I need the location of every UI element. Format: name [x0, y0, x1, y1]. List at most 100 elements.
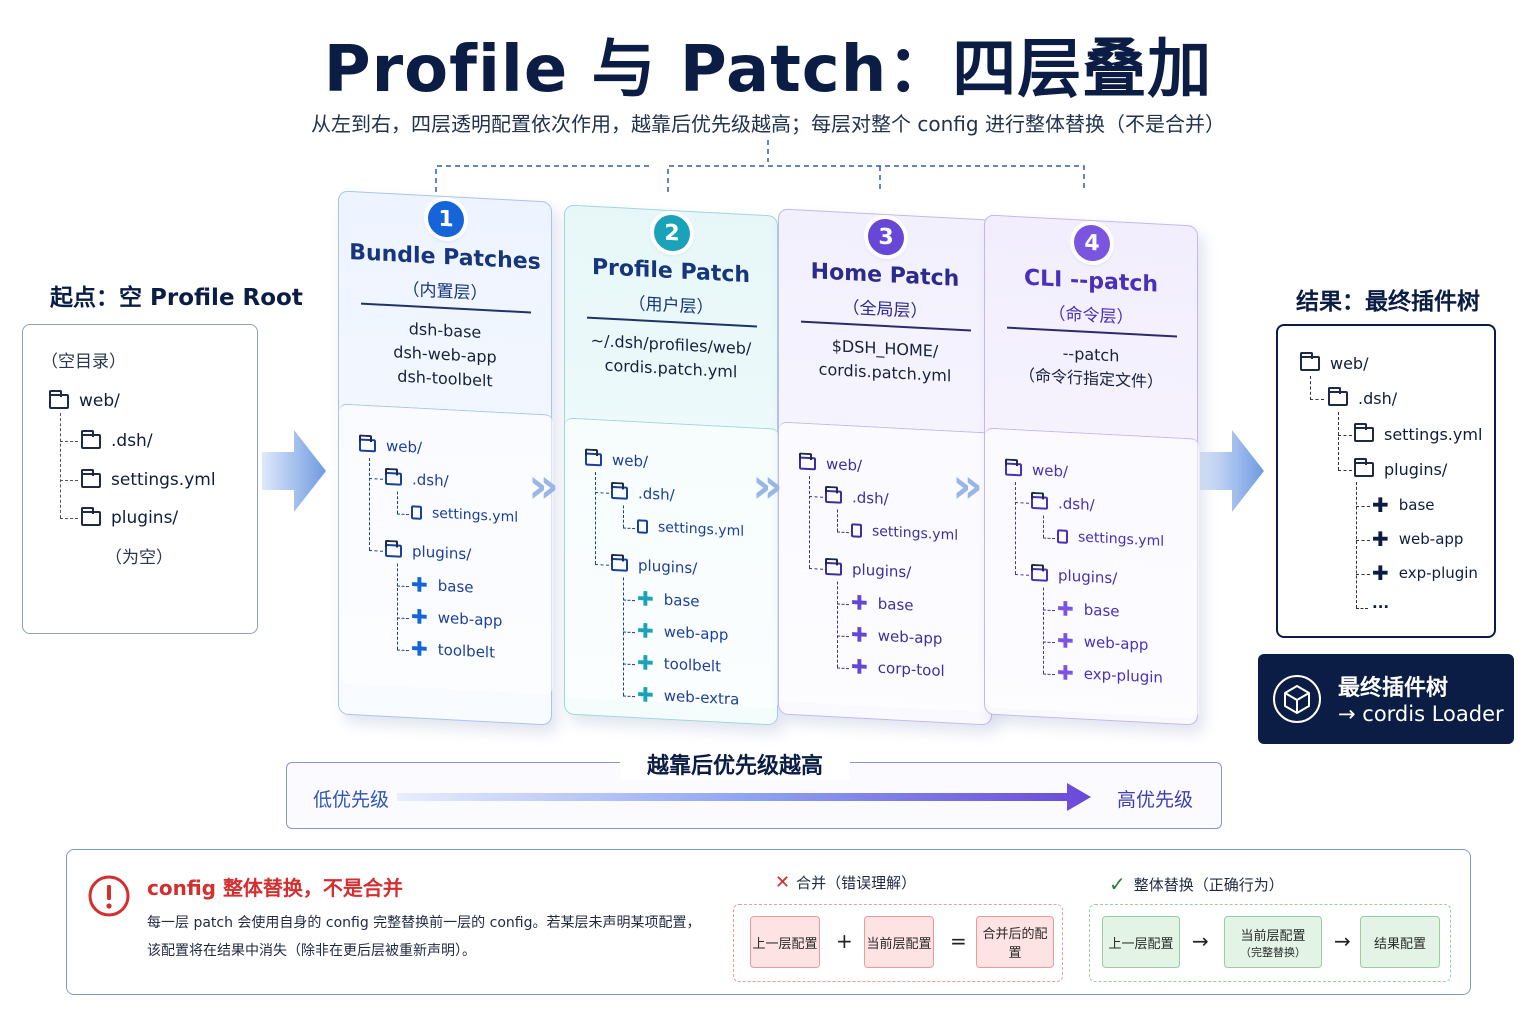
tree-row: ✚base [1057, 596, 1120, 621]
tree-row: ✚ exp-plugin [1372, 563, 1478, 583]
plugin-label: web-app [877, 626, 943, 649]
tree-row: plugins/ [81, 506, 179, 528]
folder-icon [611, 557, 628, 572]
page-title: Profile 与 Patch：四层叠加 [323, 33, 1213, 107]
plugin-label: web-app [437, 608, 503, 631]
tree-row: plugins/ [825, 559, 912, 582]
puzzle-icon: ✚ [411, 636, 428, 662]
tree-row: .dsh/ [385, 469, 449, 490]
puzzle-icon: ✚ [851, 654, 868, 680]
plugin-label: corp-tool [877, 658, 945, 681]
tree-row: ✚ base [1372, 495, 1435, 515]
tree-row: ✚web-app [637, 618, 729, 645]
tree-row: ✚ corp-tool [851, 654, 945, 681]
replace-right-heading: ✓ 整体替换（正确行为） [1109, 872, 1284, 896]
tree-row: ✚ web-extra [637, 682, 740, 709]
folder-label: plugins/ [111, 508, 179, 528]
tree-row: settings.yml [851, 522, 958, 544]
tree-row: ✚base [637, 586, 700, 611]
folder-icon [1031, 495, 1048, 510]
puzzle-icon: ✚ [1057, 660, 1074, 686]
equals-operator: = [950, 929, 967, 953]
file-label: settings.yml [1384, 425, 1483, 444]
note-title: config 整体替换，不是合并 [147, 876, 403, 900]
plugin-label: web-app [1398, 530, 1464, 548]
config-box-replace: 当前层配置 （完整替换） [1224, 916, 1322, 968]
folder-label: web/ [79, 391, 120, 411]
layer-title: Bundle Patches [349, 239, 541, 276]
tree-row: plugins/ [611, 555, 698, 578]
high-priority-label: 高优先级 [1116, 789, 1193, 811]
puzzle-icon: ✚ [637, 682, 654, 708]
folder-label: .dsh/ [412, 470, 449, 491]
double-chevron-icon: » [952, 458, 983, 514]
tree-row: ✚base [411, 572, 474, 597]
merge-wrong-diagram: 上一层配置 + 当前层配置 = 合并后的配置 [733, 904, 1063, 982]
plugin-label: base [877, 594, 914, 615]
plugin-label: web-extra [663, 686, 740, 709]
plugin-label: web-app [1083, 632, 1149, 655]
tree-row: settings.yml [1057, 528, 1164, 550]
folder-label: web/ [386, 436, 423, 457]
tree-row: plugins/ [385, 541, 471, 563]
plus-operator: + [836, 929, 853, 953]
start-label: 起点：空 Profile Root [50, 285, 303, 311]
file-label: settings.yml [658, 519, 745, 540]
arrow-right-icon [262, 430, 326, 512]
tree-row: ✚ toolbelt [637, 650, 721, 676]
tree-row: plugins/ [1031, 565, 1117, 587]
plugin-label: web-app [663, 622, 729, 645]
tree-row: web/ [585, 449, 648, 471]
folder-label: plugins/ [852, 560, 912, 582]
loader-line2: → cordis Loader [1338, 702, 1504, 726]
layer-title: Profile Patch [591, 254, 751, 289]
tree-row: ✚ web-app [1372, 529, 1463, 549]
file-icon [411, 505, 422, 520]
folder-icon [359, 437, 376, 452]
tree-row: .dsh/ [81, 429, 153, 451]
config-box: 上一层配置 [750, 916, 820, 968]
replace-right-diagram: 上一层配置 → 当前层配置 （完整替换） → 结果配置 [1089, 904, 1451, 982]
tree-row: web/ [1005, 459, 1068, 481]
tree-row: web/ [799, 453, 863, 475]
result-tree-box: web/ .dsh/ settings.yml plugins/ ✚ base … [1276, 324, 1496, 638]
file-icon [637, 519, 648, 534]
tree-row: ✚toolbelt [411, 636, 495, 662]
puzzle-icon: ✚ [851, 590, 868, 616]
merge-wrong-label: 合并（错误理解） [796, 874, 917, 892]
folder-label: web/ [826, 454, 863, 475]
folder-label: .dsh/ [1358, 389, 1398, 408]
folder-label: .dsh/ [852, 488, 889, 509]
config-box-label: 当前层配置 [1240, 928, 1306, 944]
priority-heading: 越靠后优先级越高 [620, 748, 850, 780]
folder-label: plugins/ [638, 556, 698, 578]
layer-title: Home Patch [810, 259, 960, 292]
folder-icon [611, 485, 628, 500]
folder-label: .dsh/ [638, 484, 675, 505]
folder-icon [1031, 567, 1048, 582]
puzzle-icon: ✚ [851, 622, 868, 648]
file-label: settings.yml [1078, 529, 1165, 550]
puzzle-icon: ✚ [637, 650, 654, 676]
plugin-label: toolbelt [663, 654, 721, 676]
tree-row: web/ [1300, 352, 1368, 373]
note-body-line2: 该配置将在结果中消失（除非在更后层被重新声明）。 [147, 943, 476, 959]
layer-number-badge: 3 [868, 218, 904, 256]
plugin-label: base [663, 590, 700, 611]
puzzle-icon: ✚ [1057, 628, 1074, 654]
page-subtitle: 从左到右，四层透明配置依次作用，越靠后优先级越高；每层对整个 config 进行… [311, 112, 1225, 136]
empty-dir-note: （空目录） [41, 352, 126, 372]
folder-label: .dsh/ [111, 431, 153, 451]
arrow-operator: → [1192, 929, 1209, 953]
tree-row: .dsh/ [1328, 387, 1398, 408]
check-icon: ✓ [1109, 872, 1126, 896]
loader-box: 最终插件树 → cordis Loader [1258, 654, 1514, 744]
folder-icon [81, 468, 101, 488]
priority-gradient-arrow [397, 783, 1091, 811]
tree-row: settings.yml [1354, 423, 1483, 444]
tree-row: plugins/ [1354, 458, 1447, 479]
